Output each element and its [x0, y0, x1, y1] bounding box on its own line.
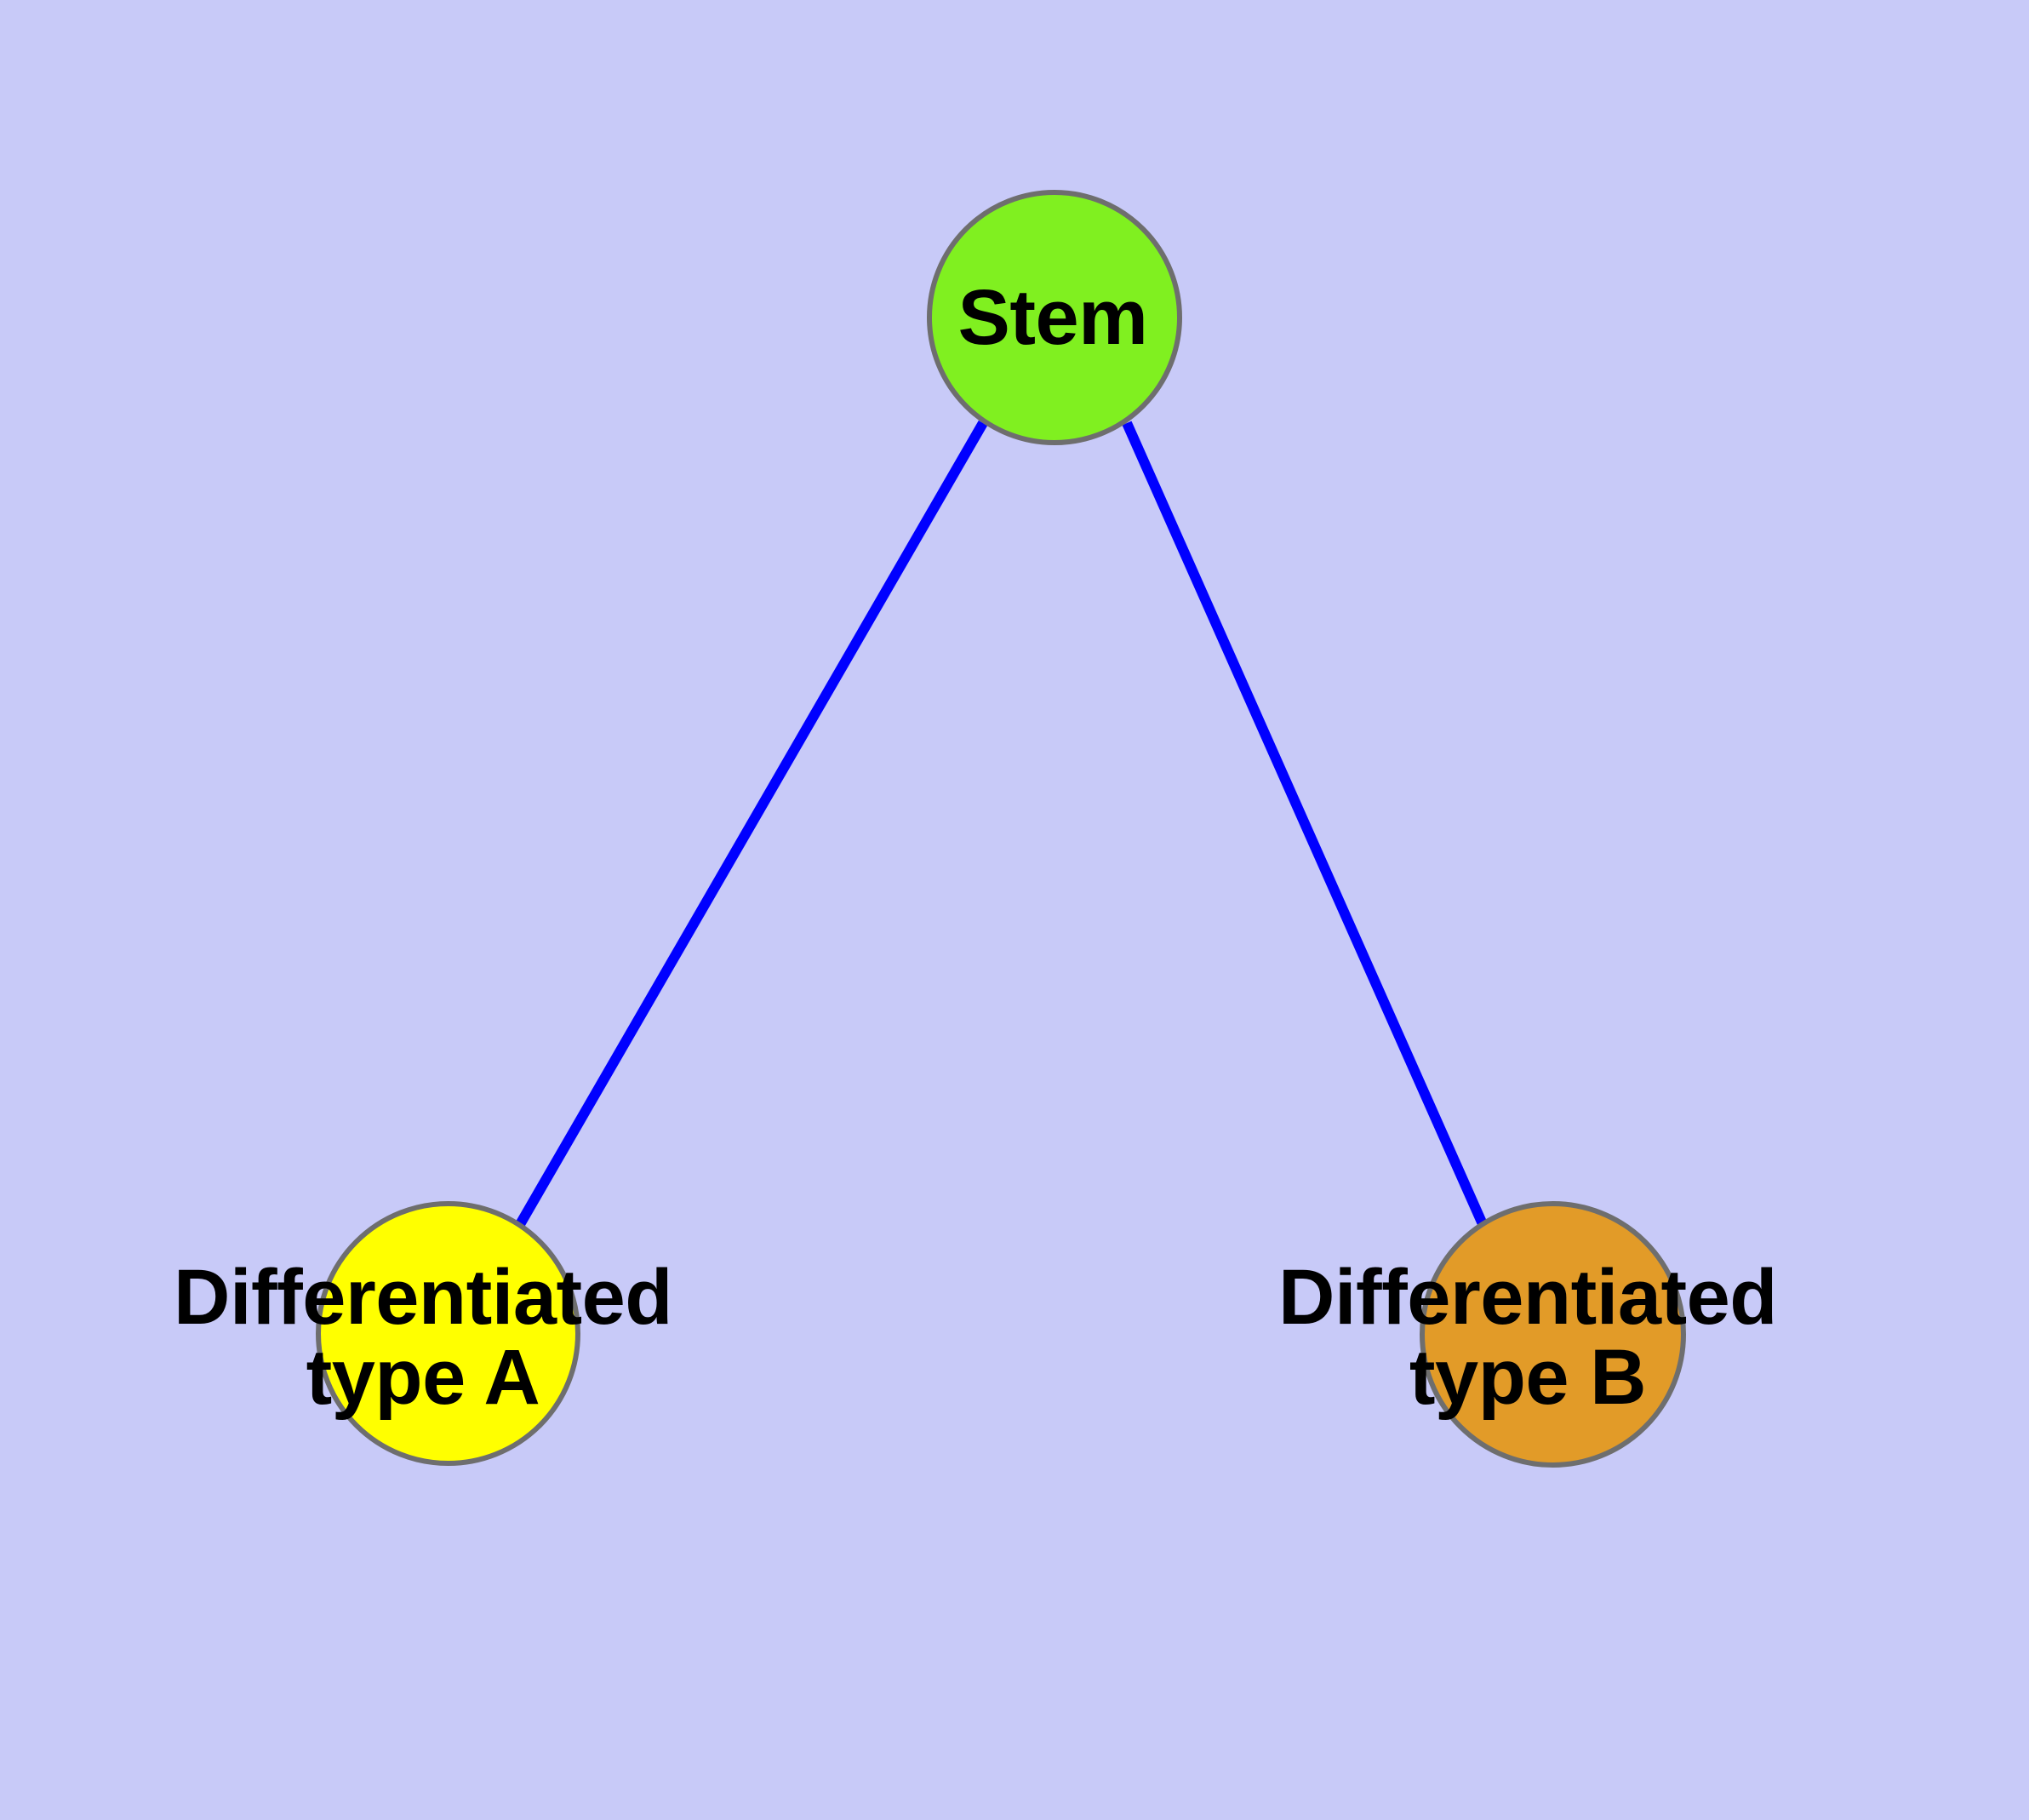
edge-stem-to-differentiated-type-b	[1122, 421, 1488, 1227]
node-stem[interactable]	[927, 190, 1182, 445]
node-differentiated-type-b[interactable]	[1420, 1201, 1686, 1468]
edge-stem-to-differentiated-type-a	[514, 420, 988, 1229]
node-differentiated-type-a[interactable]	[316, 1201, 580, 1466]
